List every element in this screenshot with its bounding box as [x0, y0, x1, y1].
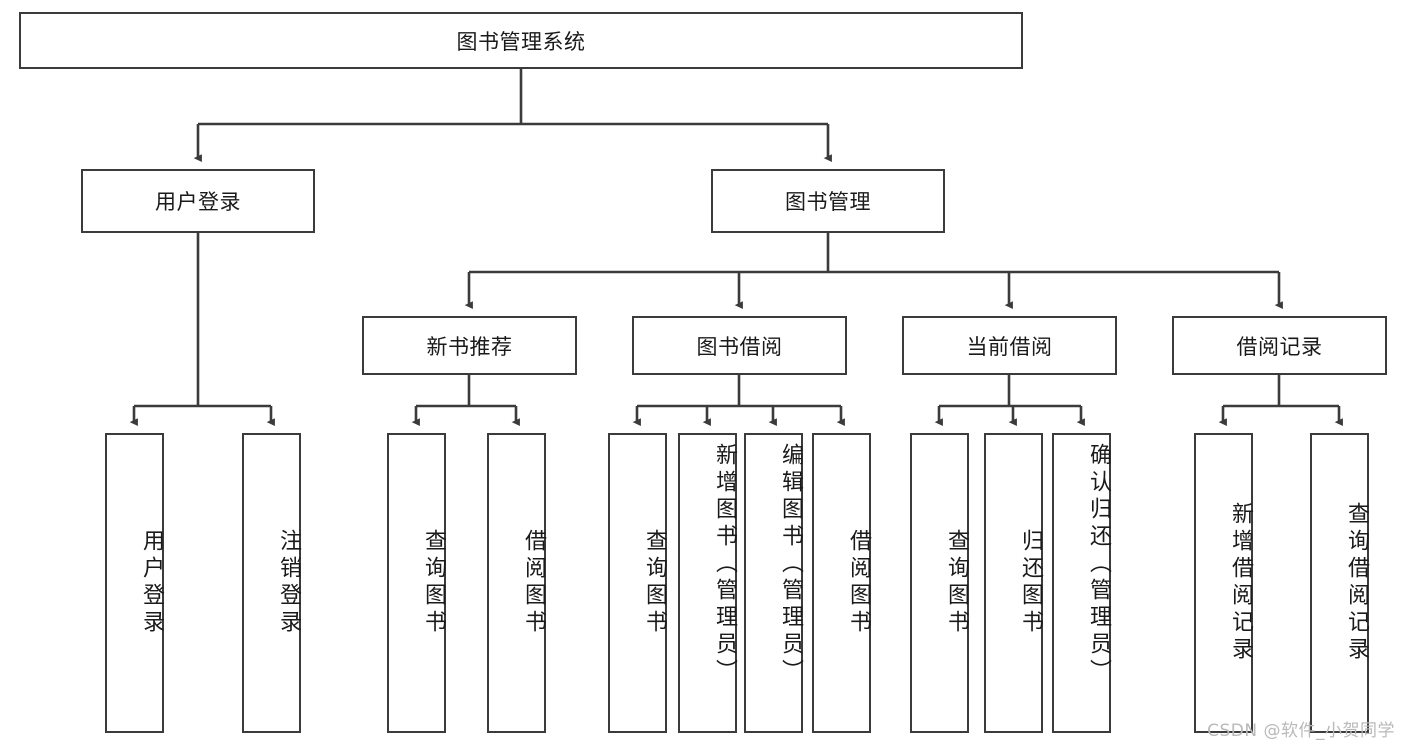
node-borrow-record[interactable]: 借阅记录 — [1172, 316, 1387, 375]
node-current-borrow-label: 当前借阅 — [966, 334, 1053, 359]
node-leaf-query-book-borrow[interactable]: 查询图书 — [608, 433, 667, 733]
node-book-manage[interactable]: 图书管理 — [711, 169, 945, 233]
node-leaf-add-borrow-record-label: 新增借阅记录 — [1228, 502, 1253, 664]
node-book-borrow-label: 图书借阅 — [696, 334, 783, 359]
node-leaf-logout-label: 注销登录 — [276, 529, 301, 637]
node-leaf-add-book-admin-label: 新增图书（管理员） — [712, 443, 737, 686]
node-new-book-recommend[interactable]: 新书推荐 — [362, 316, 577, 375]
node-leaf-logout[interactable]: 注销登录 — [242, 433, 301, 733]
node-borrow-record-label: 借阅记录 — [1236, 334, 1323, 359]
node-current-borrow[interactable]: 当前借阅 — [902, 316, 1117, 375]
node-leaf-add-book-admin[interactable]: 新增图书（管理员） — [678, 433, 737, 733]
node-user-login-label: 用户登录 — [155, 190, 241, 214]
watermark-text: CSDN @软件_小贺同学 — [1207, 721, 1395, 741]
node-leaf-confirm-return-admin-label: 确认归还（管理员） — [1086, 443, 1111, 686]
node-book-borrow[interactable]: 图书借阅 — [632, 316, 847, 375]
node-leaf-query-book-rec-label: 查询图书 — [421, 529, 446, 637]
node-user-login[interactable]: 用户登录 — [81, 169, 315, 233]
node-book-manage-label: 图书管理 — [785, 190, 871, 214]
node-leaf-user-login-label: 用户登录 — [139, 529, 164, 637]
node-root-label: 图书管理系统 — [456, 29, 586, 54]
connectors — [129, 69, 1343, 427]
node-leaf-user-login[interactable]: 用户登录 — [105, 433, 164, 733]
node-leaf-query-book-borrow-label: 查询图书 — [642, 529, 667, 637]
node-leaf-add-borrow-record[interactable]: 新增借阅记录 — [1194, 433, 1253, 733]
node-leaf-borrow-book-rec[interactable]: 借阅图书 — [487, 433, 546, 733]
node-leaf-borrow-book-rec-label: 借阅图书 — [521, 529, 546, 637]
node-new-book-recommend-label: 新书推荐 — [426, 334, 513, 359]
node-leaf-edit-book-admin[interactable]: 编辑图书（管理员） — [744, 433, 803, 733]
node-leaf-query-borrow-record-label: 查询借阅记录 — [1344, 502, 1369, 664]
node-leaf-query-book-rec[interactable]: 查询图书 — [387, 433, 446, 733]
node-leaf-confirm-return-admin[interactable]: 确认归还（管理员） — [1052, 433, 1111, 733]
node-leaf-borrow-book-label: 借阅图书 — [846, 529, 871, 637]
node-leaf-borrow-book[interactable]: 借阅图书 — [812, 433, 871, 733]
node-leaf-return-book[interactable]: 归还图书 — [984, 433, 1043, 733]
node-leaf-query-book-current-label: 查询图书 — [944, 529, 969, 637]
node-leaf-edit-book-admin-label: 编辑图书（管理员） — [778, 443, 803, 686]
node-leaf-query-borrow-record[interactable]: 查询借阅记录 — [1310, 433, 1369, 733]
node-leaf-return-book-label: 归还图书 — [1018, 529, 1043, 637]
node-root[interactable]: 图书管理系统 — [19, 12, 1023, 69]
node-leaf-query-book-current[interactable]: 查询图书 — [910, 433, 969, 733]
